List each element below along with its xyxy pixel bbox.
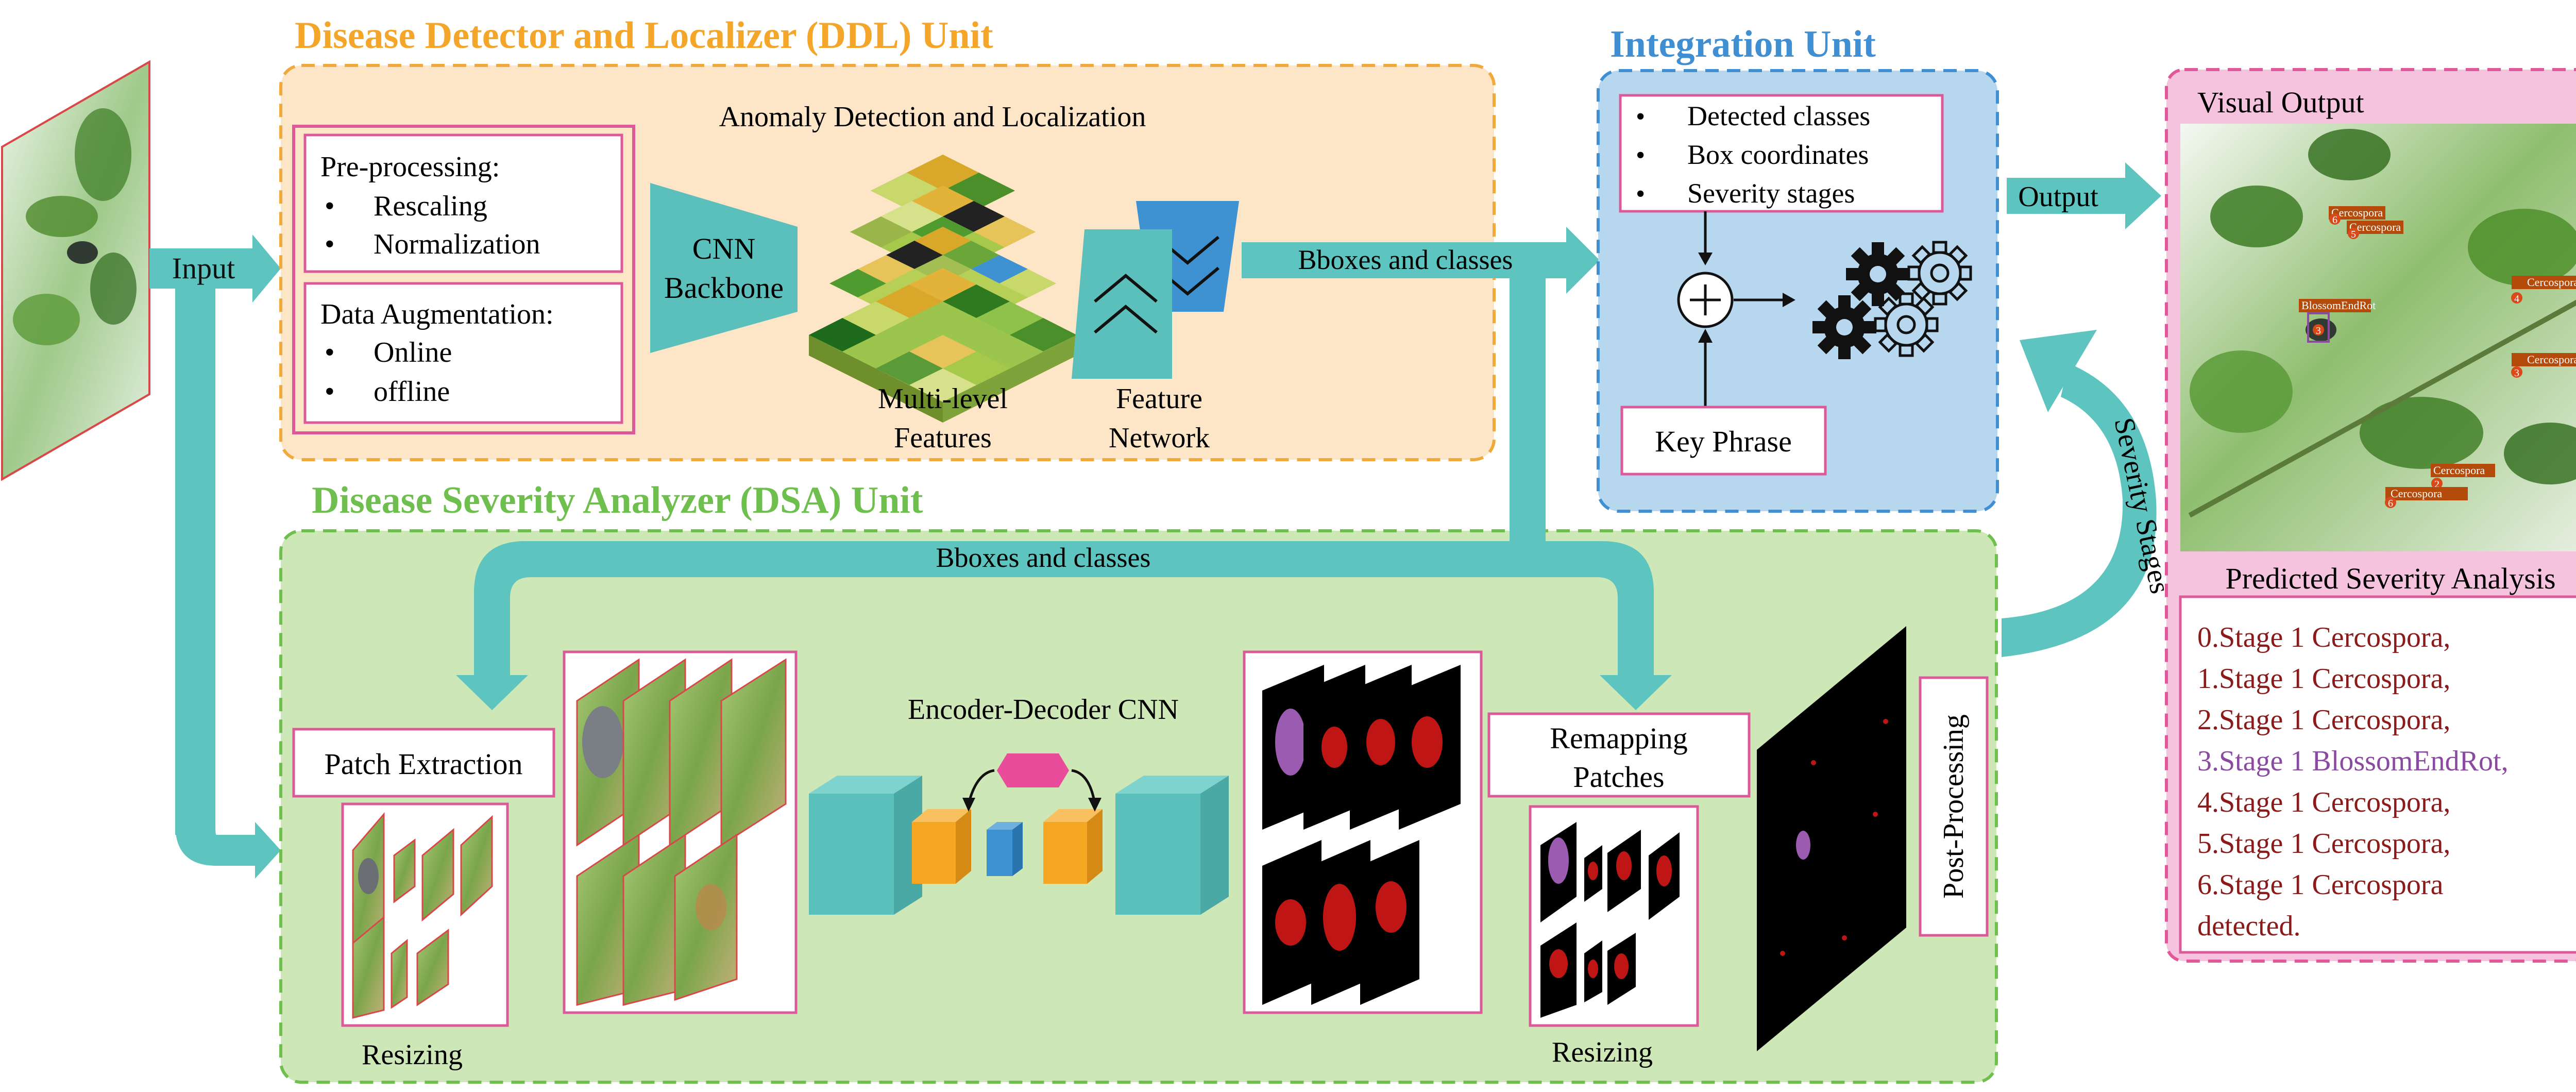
post-processing-box bbox=[1919, 676, 1989, 937]
extracted-patches bbox=[341, 802, 509, 1027]
bullet-icon: • bbox=[325, 376, 335, 408]
gears-icon bbox=[1812, 241, 1972, 359]
severity-line-0: 0.Stage 1 Cercospora, bbox=[2197, 621, 2450, 653]
integration-item-boxes: Box coordinates bbox=[1687, 139, 1869, 170]
network-label-1: Feature bbox=[1116, 383, 1202, 415]
augmentation-item-offline: offline bbox=[374, 376, 450, 408]
detection-id-4: 3 bbox=[2514, 367, 2519, 379]
preprocessing-title: Pre-processing: bbox=[320, 151, 500, 183]
severity-stages-arrow bbox=[2002, 330, 2157, 657]
feature-network bbox=[1072, 201, 1239, 379]
anomaly-section-label: Anomaly Detection and Localization bbox=[719, 101, 1146, 133]
severity-line-6: 6.Stage 1 Cercospora bbox=[2197, 869, 2444, 901]
resized-patches bbox=[563, 650, 798, 1014]
visual-output-title: Visual Output bbox=[2197, 86, 2364, 119]
integration-list-box bbox=[1619, 94, 1944, 213]
preprocessing-group bbox=[292, 125, 635, 434]
severity-line-1: 1.Stage 1 Cercospora, bbox=[2197, 663, 2450, 695]
resizing-right-label: Resizing bbox=[1552, 1036, 1653, 1068]
detection-label-2: BlossomEndRot bbox=[2301, 299, 2376, 312]
severity-line-7: detected. bbox=[2197, 910, 2301, 942]
resizing-left-label: Resizing bbox=[362, 1039, 463, 1071]
augmentation-title: Data Augmentation: bbox=[320, 298, 554, 330]
patch-extraction-label: Patch Extraction bbox=[325, 747, 523, 781]
augmentation-box bbox=[303, 282, 623, 424]
detection-label-3: Cercospora bbox=[2527, 276, 2576, 289]
detection-id-0: 6 bbox=[2332, 214, 2337, 226]
integration-flow bbox=[1677, 211, 1795, 407]
preprocessing-item-rescaling: Rescaling bbox=[374, 190, 487, 222]
backbone-label-2: Backbone bbox=[664, 271, 784, 305]
ddl-title: Disease Detector and Localizer (DDL) Uni… bbox=[295, 14, 993, 57]
severity-analysis-box bbox=[2179, 595, 2576, 954]
bullet-icon: • bbox=[1636, 179, 1645, 209]
bullet-icon: • bbox=[325, 337, 335, 368]
post-processing-label: Post-Processing bbox=[1938, 714, 1970, 899]
severity-analysis-title: Predicted Severity Analysis bbox=[2225, 562, 2555, 595]
encoder-decoder-label: Encoder-Decoder CNN bbox=[908, 694, 1179, 726]
augmentation-item-online: Online bbox=[374, 337, 452, 368]
cnn-backbone bbox=[650, 183, 798, 353]
detection-label-6: Cercospora bbox=[2391, 487, 2442, 500]
key-phrase-label: Key Phrase bbox=[1655, 425, 1792, 458]
detection-id-5: 2 bbox=[2434, 479, 2439, 490]
multi-level-features bbox=[809, 155, 1077, 423]
key-phrase-box bbox=[1620, 406, 1827, 476]
bullet-icon: • bbox=[325, 228, 335, 260]
severity-line-3: 3.Stage 1 BlossomEndRot, bbox=[2197, 745, 2509, 777]
remapped-masks bbox=[1529, 805, 1699, 1027]
visual-output-image: Cercospora Cercospora 6 5 BlossomEndRot … bbox=[2180, 124, 2576, 551]
input-arrow bbox=[149, 234, 281, 879]
features-label-2: Features bbox=[894, 422, 992, 454]
detection-label-4: Cercospora bbox=[2527, 353, 2576, 366]
bbox-arrow-label-top: Bboxes and classes bbox=[1298, 244, 1513, 275]
input-label: Input bbox=[172, 251, 235, 285]
segmentation-masks bbox=[1243, 650, 1483, 1014]
dsa-title: Disease Severity Analyzer (DSA) Unit bbox=[312, 479, 923, 522]
detection-id-3: 4 bbox=[2514, 293, 2519, 305]
remapping-label-2: Patches bbox=[1573, 760, 1664, 794]
full-mask bbox=[1757, 626, 1906, 1051]
severity-line-2: 2.Stage 1 Cercospora, bbox=[2197, 704, 2450, 736]
output-label: Output bbox=[2018, 181, 2098, 213]
integration-item-classes: Detected classes bbox=[1687, 100, 1870, 131]
integration-item-severity: Severity stages bbox=[1687, 178, 1855, 209]
bbox-arrow-to-dsa bbox=[456, 278, 1672, 710]
detection-id-6: 6 bbox=[2388, 498, 2393, 509]
bullet-icon: • bbox=[1636, 102, 1645, 131]
patch-extraction-box bbox=[292, 728, 555, 798]
bullet-icon: • bbox=[1636, 141, 1645, 170]
encoder-decoder-cnn bbox=[809, 753, 1229, 915]
integration-title: Integration Unit bbox=[1610, 23, 1876, 65]
preprocessing-item-normalization: Normalization bbox=[374, 228, 540, 260]
bbox-arrow-label-dsa: Bboxes and classes bbox=[936, 542, 1151, 573]
output-arrow bbox=[2007, 162, 2161, 229]
backbone-label-1: CNN bbox=[692, 232, 755, 265]
detection-id-2: 3 bbox=[2316, 325, 2321, 337]
remapping-patches-box bbox=[1487, 712, 1751, 798]
input-image bbox=[1, 60, 150, 481]
network-label-2: Network bbox=[1109, 422, 1210, 454]
detection-id-1: 5 bbox=[2351, 229, 2356, 240]
severity-line-4: 4.Stage 1 Cercospora, bbox=[2197, 786, 2450, 818]
detection-label-5: Cercospora bbox=[2433, 464, 2485, 477]
features-label-1: Multi-level bbox=[878, 383, 1008, 415]
remapping-label-1: Remapping bbox=[1550, 721, 1687, 755]
bbox-arrow-to-integration bbox=[1242, 227, 1600, 294]
preprocessing-box bbox=[303, 133, 623, 273]
severity-line-5: 5.Stage 1 Cercospora, bbox=[2197, 828, 2450, 860]
bullet-icon: • bbox=[325, 190, 335, 222]
